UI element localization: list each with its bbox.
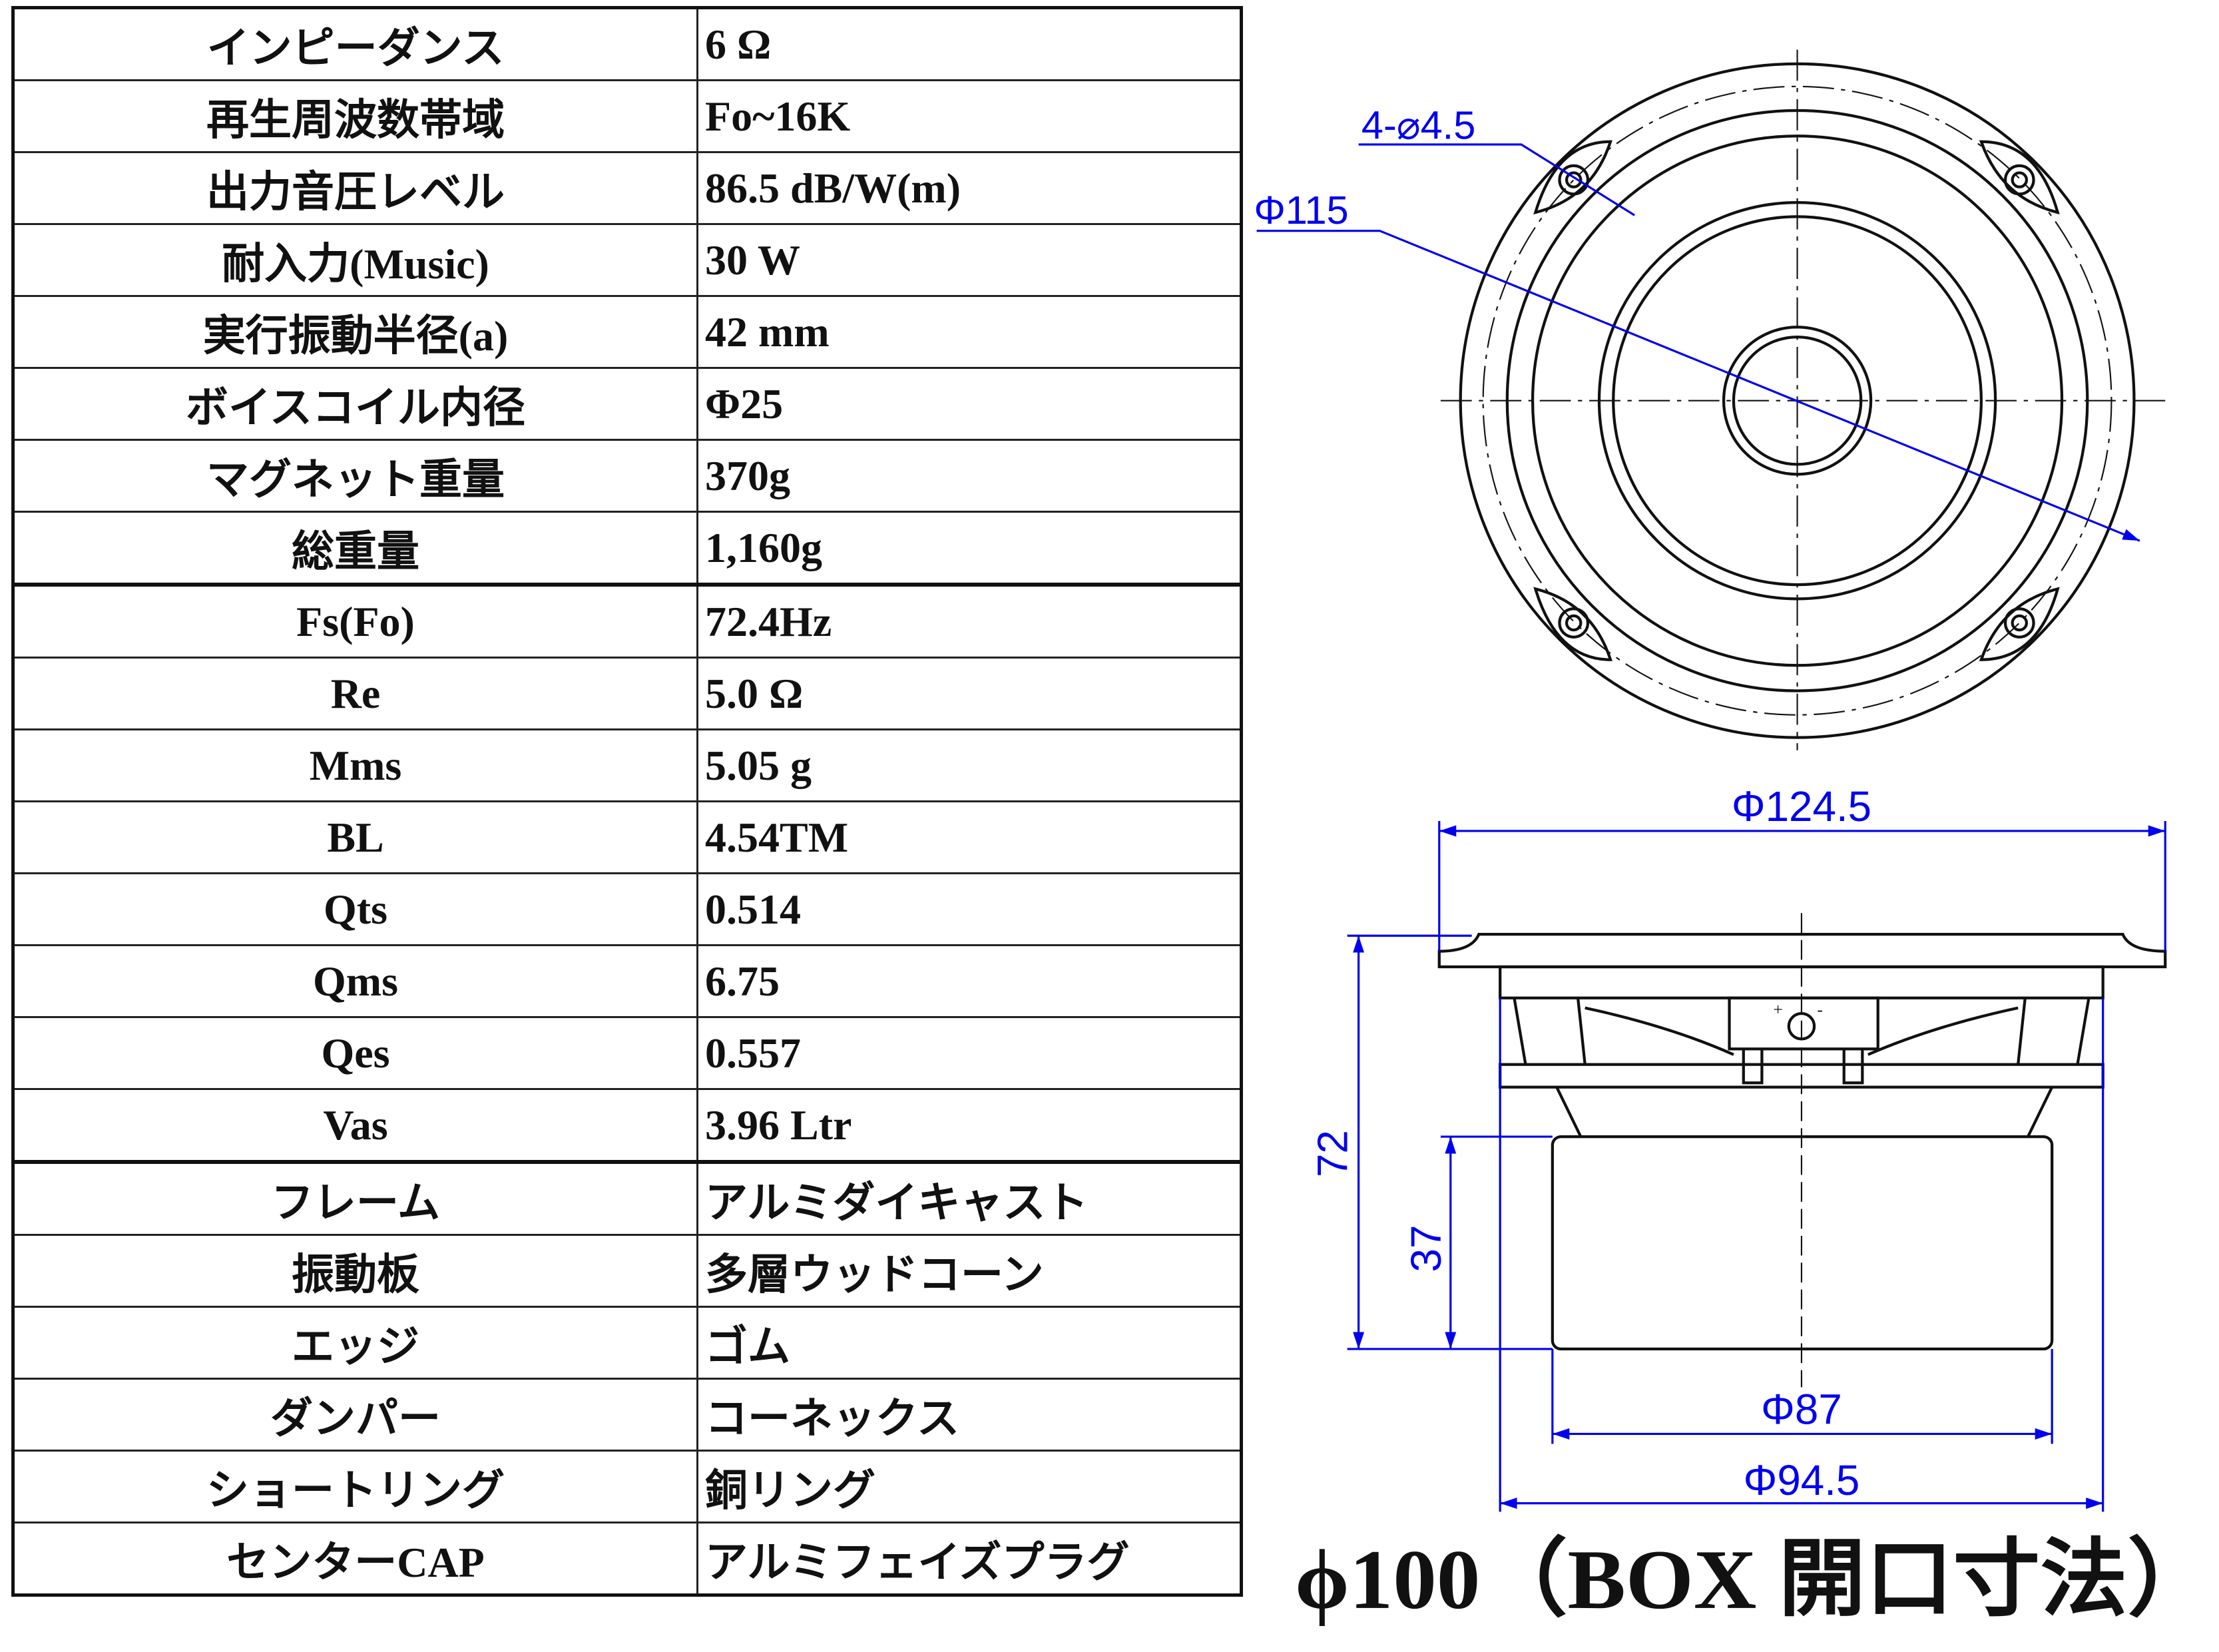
spec-row: ダンパーコーネックス (12, 1378, 1242, 1452)
spec-value: 銅リング (696, 1450, 1242, 1523)
spec-value: Fo~16K (696, 79, 1242, 153)
minus-terminal: - (1817, 999, 1823, 1019)
spec-label: ショートリング (12, 1450, 698, 1523)
spec-label: エッジ (12, 1306, 698, 1380)
side-dimensions (1347, 821, 2166, 1512)
holes-label: 4-⌀4.5 (1361, 103, 1475, 148)
spec-row: ショートリング銅リング (12, 1450, 1242, 1523)
spec-label: BL (12, 800, 698, 874)
spec-value: アルミダイキャスト (696, 1161, 1242, 1236)
spec-value: 1,160g (696, 511, 1242, 587)
spec-label: Qts (12, 872, 698, 946)
front-view (1440, 49, 2166, 750)
spec-value: 42 mm (696, 295, 1242, 369)
spec-row: 実行振動半径(a)42 mm (12, 295, 1242, 369)
spec-label: 再生周波数帯域 (12, 79, 698, 153)
mount-diameter-label: Φ115 (1254, 188, 1348, 232)
spec-label: Vas (12, 1088, 698, 1164)
spec-value: 6.75 (696, 944, 1242, 1018)
spec-label: 振動板 (12, 1234, 698, 1308)
spec-value: 5.05 g (696, 728, 1242, 802)
spec-label: フレーム (12, 1161, 698, 1236)
magnet-diameter-label: Φ87 (1761, 1386, 1842, 1434)
spec-label: 実行振動半径(a) (12, 295, 698, 369)
frame-diameter-label: Φ94.5 (1743, 1456, 1859, 1504)
spec-value: 6 Ω (696, 7, 1242, 81)
spec-value: 多層ウッドコーン (696, 1234, 1242, 1308)
mounting-holes (1533, 140, 2060, 661)
spec-value: 0.557 (696, 1016, 1242, 1090)
spec-label: センターCAP (12, 1521, 698, 1596)
spec-label: Qes (12, 1016, 698, 1090)
total-depth-label: 72 (1309, 1130, 1357, 1177)
spec-value: 5.0 Ω (696, 657, 1242, 730)
spec-label: Mms (12, 728, 698, 802)
spec-value: ゴム (696, 1306, 1242, 1380)
side-view (1437, 913, 2167, 1388)
spec-value: コーネックス (696, 1378, 1242, 1452)
spec-row: Fs(Fo)72.4Hz (12, 583, 1242, 659)
spec-value: 86.5 dB/W(m) (696, 151, 1242, 225)
spec-label: 出力音圧レベル (12, 151, 698, 225)
spec-label: Re (12, 657, 698, 730)
spec-value: 0.514 (696, 872, 1242, 946)
spec-value: 4.54TM (696, 800, 1242, 874)
spec-row: エッジゴム (12, 1306, 1242, 1380)
spec-row: 振動板多層ウッドコーン (12, 1234, 1242, 1308)
spec-value: アルミフェイズプラグ (696, 1521, 1242, 1596)
spec-value: 3.96 Ltr (696, 1088, 1242, 1164)
plus-terminal: + (1773, 999, 1782, 1019)
spec-row: フレームアルミダイキャスト (12, 1161, 1242, 1236)
spec-label: 耐入力(Music) (12, 223, 698, 297)
spec-value: 370g (696, 439, 1242, 513)
spec-label: ダンパー (12, 1378, 698, 1452)
spec-label: インピーダンス (12, 7, 698, 81)
spec-label: マグネット重量 (12, 439, 698, 513)
spec-value: Φ25 (696, 367, 1242, 441)
spec-label: ボイスコイル内径 (12, 367, 698, 441)
spec-label: Qms (12, 944, 698, 1018)
spec-label: 総重量 (12, 511, 698, 587)
front-dimensions (1256, 143, 2140, 542)
spec-value: 72.4Hz (696, 583, 1242, 659)
spec-row: 耐入力(Music)30 W (12, 223, 1242, 297)
spec-label: Fs(Fo) (12, 583, 698, 659)
flange-diameter-label: Φ124.5 (1732, 782, 1871, 830)
box-cutout-label: ϕ100（BOX 開口寸法） (1295, 1532, 2215, 1627)
spec-value: 30 W (696, 223, 1242, 297)
magnet-depth-label: 37 (1402, 1225, 1450, 1272)
